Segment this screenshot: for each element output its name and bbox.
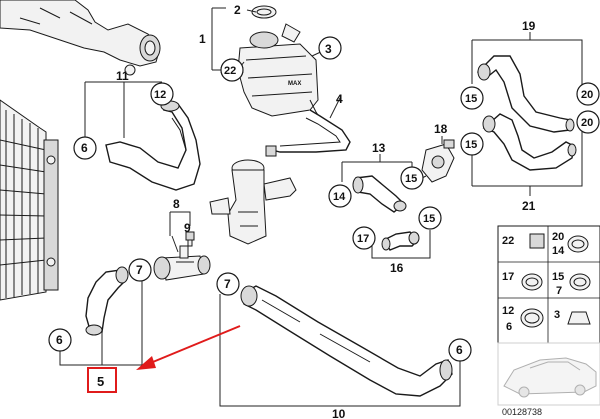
callout-6c: 6 <box>456 343 463 357</box>
heater-hose-upper <box>476 55 575 133</box>
callout-2: 2 <box>234 3 241 17</box>
callout-21: 21 <box>522 199 536 213</box>
callout-15a: 15 <box>405 173 417 185</box>
lower-left-hose <box>85 266 129 336</box>
car-silhouette <box>497 342 600 406</box>
callout-13: 13 <box>372 141 386 155</box>
tank-cap <box>251 5 277 19</box>
legend-12: 12 <box>502 305 514 317</box>
hose-14 <box>352 175 407 213</box>
heater-hose-lower <box>482 113 577 171</box>
callout-1: 1 <box>199 32 206 46</box>
tank-max-mark: MAX <box>288 81 301 87</box>
callout-6a: 6 <box>81 141 88 155</box>
callout-20b: 20 <box>581 117 593 129</box>
legend-17: 17 <box>502 271 514 283</box>
callout-12: 12 <box>154 89 166 101</box>
callout-circles <box>48 36 600 362</box>
lower-radiator-hose <box>240 285 453 397</box>
callout-9: 9 <box>184 221 191 235</box>
callout-18: 18 <box>434 122 448 136</box>
callout-20a: 20 <box>581 89 593 101</box>
plug-icon <box>567 311 591 325</box>
overflow-hose <box>271 109 351 153</box>
clamp-icon-17 <box>521 273 543 291</box>
bleed-screw <box>185 231 195 247</box>
diagram-number: 00128738 <box>502 407 542 417</box>
legend-3: 3 <box>554 309 560 321</box>
radiator <box>0 99 59 301</box>
callout-6b: 6 <box>56 333 63 347</box>
expansion-tank: MAX <box>237 23 321 119</box>
callout-15d: 15 <box>465 139 477 151</box>
t-connector <box>153 245 211 281</box>
callout-5-highlight-box <box>87 367 117 393</box>
callout-15b: 15 <box>423 213 435 225</box>
clamp-icon-15 <box>569 273 591 291</box>
callout-11: 11 <box>116 69 129 83</box>
upper-radiator-hose <box>105 100 201 191</box>
legend-22: 22 <box>502 235 514 247</box>
hose-clamp-icon <box>567 235 589 253</box>
callout-5: 5 <box>97 374 104 389</box>
legend-20: 20 <box>552 231 564 243</box>
clamp-icon-12 <box>520 308 544 328</box>
callout-4: 4 <box>336 92 343 106</box>
cap-seal-icon <box>529 233 545 249</box>
callout-22: 22 <box>224 65 236 77</box>
hose-16 <box>381 231 420 251</box>
callout-14: 14 <box>333 191 346 203</box>
callout-17: 17 <box>357 233 369 245</box>
callout-19: 19 <box>522 19 536 33</box>
coolant-valve <box>417 139 455 183</box>
callout-16: 16 <box>390 261 404 275</box>
leader-lines <box>59 7 583 407</box>
legend-7: 7 <box>556 285 562 297</box>
callout-10: 10 <box>332 407 346 419</box>
callout-3: 3 <box>325 42 332 56</box>
parts-legend <box>497 225 600 344</box>
legend-15: 15 <box>552 271 564 283</box>
callout-15c: 15 <box>465 93 477 105</box>
legend-14: 14 <box>552 245 565 257</box>
callout-7b: 7 <box>224 277 231 291</box>
highlight-arrow <box>136 325 241 370</box>
callout-8: 8 <box>173 197 180 211</box>
water-pump <box>0 0 161 76</box>
callout-7a: 7 <box>136 263 143 277</box>
filler-neck <box>209 159 297 245</box>
legend-6: 6 <box>506 321 512 333</box>
